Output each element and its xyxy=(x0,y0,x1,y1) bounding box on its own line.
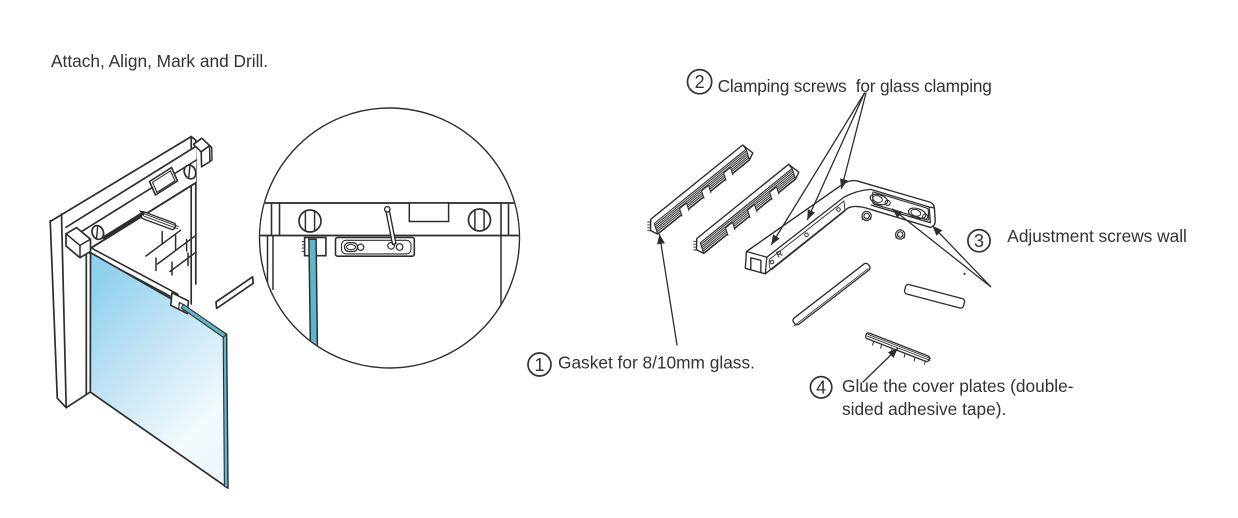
svg-text:4: 4 xyxy=(816,378,826,398)
svg-text:2: 2 xyxy=(695,72,705,92)
svg-text:Adjustment screws wall: Adjustment screws wall xyxy=(1007,226,1187,246)
svg-text:Glue the cover plates (double-: Glue the cover plates (double- xyxy=(842,376,1074,396)
svg-text:3: 3 xyxy=(974,231,984,251)
svg-text:sided adhesive tape).: sided adhesive tape). xyxy=(842,399,1006,419)
svg-text:Clamping screws for glass cla: Clamping screws for glass clamping xyxy=(718,76,992,96)
svg-text:Attach, Align, Mark and Drill.: Attach, Align, Mark and Drill. xyxy=(51,51,268,71)
svg-text:Gasket for 8/10mm glass.: Gasket for 8/10mm glass. xyxy=(558,353,755,373)
svg-text:1: 1 xyxy=(534,355,544,375)
